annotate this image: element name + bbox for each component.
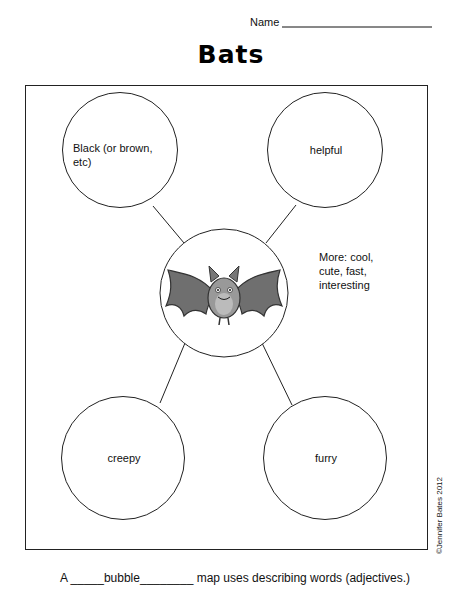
bubble-text: Black (or brown, etc) — [73, 141, 163, 169]
bubble-text: helpful — [280, 143, 372, 157]
name-underline — [282, 27, 432, 28]
bubble-circle: Black (or brown, etc) — [62, 92, 178, 208]
bubble-text: furry — [276, 451, 376, 465]
center-circle — [160, 229, 288, 357]
spoke-lines — [153, 205, 296, 405]
copyright-text: ©Jennifer Bates 2012 — [435, 476, 446, 553]
caption-sentence: A _____bubble________ map uses describin… — [20, 571, 450, 586]
note-text: More: cool, cute, fast, interesting — [319, 250, 399, 292]
title: Bats — [0, 40, 462, 69]
bubble-text: creepy — [74, 451, 174, 465]
bubble-circle: helpful — [267, 92, 383, 208]
name-label: Name — [250, 15, 290, 29]
bubble-circle: furry — [263, 396, 387, 520]
bubble-circle: creepy — [61, 396, 185, 520]
bat-illustration — [166, 266, 282, 325]
frame — [26, 86, 428, 550]
